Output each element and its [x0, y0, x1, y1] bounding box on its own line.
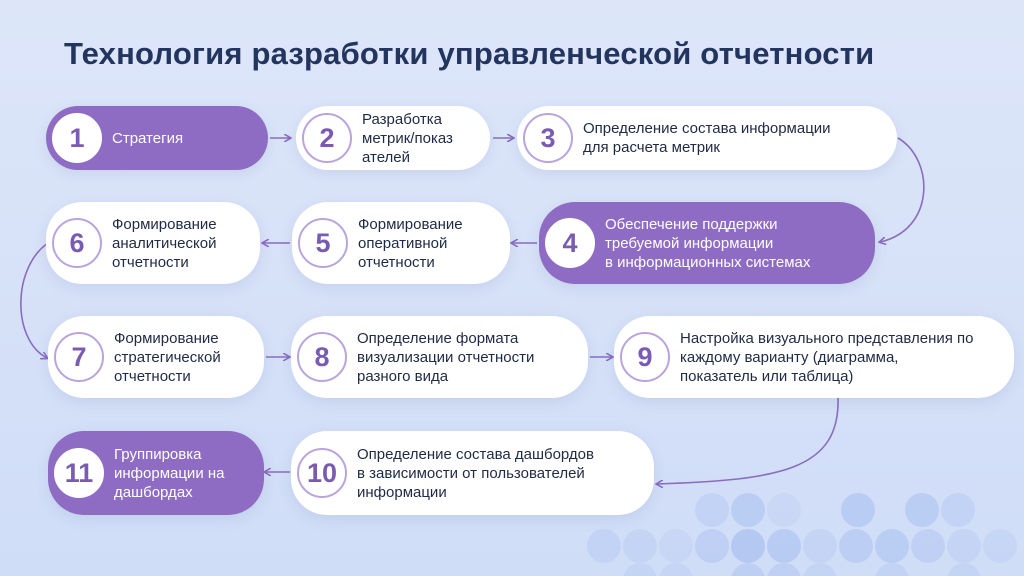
- decorative-circle: [803, 563, 837, 576]
- decorative-circle: [875, 529, 909, 563]
- decorative-circle: [695, 529, 729, 563]
- decorative-circle: [911, 529, 945, 563]
- decorative-circle: [659, 529, 693, 563]
- decorative-circle: [767, 529, 801, 563]
- arrow-9-10: [657, 397, 839, 484]
- decorative-circle: [947, 563, 981, 576]
- decorative-circle: [731, 493, 765, 527]
- step-number: 10: [297, 448, 347, 498]
- step-1: 1 Стратегия: [46, 106, 268, 170]
- decorative-circle: [803, 529, 837, 563]
- decorative-circle: [841, 493, 875, 527]
- step-number: 9: [620, 332, 670, 382]
- step-number: 3: [523, 113, 573, 163]
- decorative-circle: [947, 529, 981, 563]
- step-number: 7: [54, 332, 104, 382]
- arrow-6-7: [20, 242, 48, 358]
- decorative-circle: [659, 563, 693, 576]
- step-number: 8: [297, 332, 347, 382]
- step-number: 4: [545, 218, 595, 268]
- decorative-circle: [941, 493, 975, 527]
- step-number: 1: [52, 113, 102, 163]
- decorative-circle: [623, 563, 657, 576]
- decorative-circle: [767, 563, 801, 576]
- step-9: 9 Настройка визуального представления по…: [614, 316, 1014, 398]
- decorative-circle: [731, 563, 765, 576]
- decorative-circle: [839, 529, 873, 563]
- decorative-circle: [875, 563, 909, 576]
- decorative-circle: [731, 529, 765, 563]
- step-label: Стратегия: [112, 129, 184, 147]
- step-number: 6: [52, 218, 102, 268]
- page-title: Технология разработки управленческой отч…: [64, 36, 875, 71]
- decorative-circle: [983, 529, 1017, 563]
- decorative-circle: [695, 493, 729, 527]
- decorative-circle: [587, 529, 621, 563]
- step-number: 5: [298, 218, 348, 268]
- decorative-circle: [623, 529, 657, 563]
- decorative-circle: [767, 493, 801, 527]
- arrow-3-4: [880, 137, 925, 242]
- decorative-circle: [905, 493, 939, 527]
- step-number: 2: [302, 113, 352, 163]
- step-number: 11: [54, 448, 104, 498]
